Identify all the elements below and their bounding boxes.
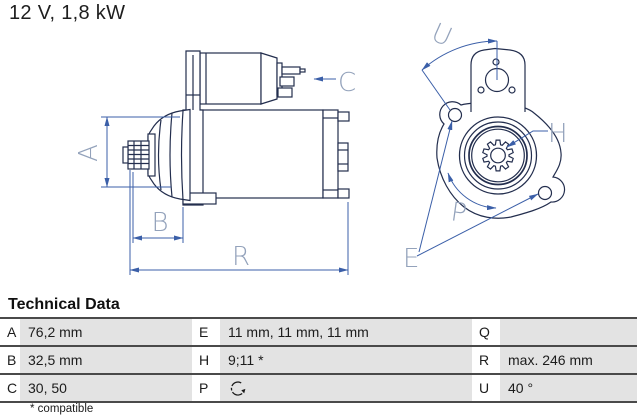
front-view — [436, 47, 566, 219]
table-row: C 30, 50 P U 40 ° — [0, 375, 637, 403]
value-P — [220, 375, 472, 401]
side-view-dimensions — [101, 76, 349, 275]
value-Q — [500, 319, 637, 345]
value-U: 40 ° — [500, 375, 637, 401]
solenoid-terminal — [279, 76, 295, 87]
key-E: E — [192, 319, 220, 345]
value-R: max. 246 mm — [500, 347, 637, 373]
table-row: A 76,2 mm E 11 mm, 11 mm, 11 mm Q — [0, 319, 637, 347]
value-E: 11 mm, 11 mm, 11 mm — [220, 319, 472, 345]
front-view-dimensions — [416, 38, 548, 257]
bolt-hole — [537, 185, 553, 201]
motor-end-cap — [322, 109, 339, 199]
key-Q: Q — [472, 319, 500, 345]
dimension-R — [129, 170, 349, 275]
solenoid — [199, 52, 262, 105]
solenoid-terminal — [277, 87, 293, 98]
compatible-footnote: * compatible — [30, 403, 94, 415]
dimension-A — [101, 116, 180, 188]
technical-drawing: A B R C U H P E — [74, 18, 568, 275]
dimension-label-b: B — [151, 208, 168, 238]
technical-data-heading: Technical Data — [8, 296, 120, 313]
dimension-H — [506, 130, 548, 148]
value-A: 76,2 mm — [20, 319, 192, 345]
motor-body — [195, 109, 324, 199]
table-row: B 32,5 mm H 9;11 * R max. 246 mm — [0, 347, 637, 375]
dimension-label-r: R — [232, 242, 250, 272]
key-C: C — [0, 375, 20, 401]
pinion-gear — [122, 140, 150, 170]
value-H: 9;11 * — [220, 347, 472, 373]
key-H: H — [192, 347, 220, 373]
key-U: U — [472, 375, 500, 401]
dimension-label-c: C — [338, 68, 356, 98]
dimension-label-h: H — [548, 119, 568, 149]
solenoid-terminal — [281, 66, 301, 75]
bolt-hole — [447, 107, 463, 123]
side-view — [122, 50, 350, 206]
value-C: 30, 50 — [20, 375, 192, 401]
shaft-hole — [490, 147, 506, 164]
dimension-P — [447, 172, 497, 211]
dimension-label-p: P — [449, 197, 469, 229]
key-A: A — [0, 319, 20, 345]
key-B: B — [0, 347, 20, 373]
value-B: 32,5 mm — [20, 347, 192, 373]
dimension-label-a: A — [74, 144, 104, 162]
dimension-E — [416, 120, 539, 257]
key-R: R — [472, 347, 500, 373]
dimension-label-e: E — [403, 244, 419, 274]
rotation-arrow-icon — [230, 381, 246, 396]
key-P: P — [192, 375, 220, 401]
product-spec-title: 12 V, 1,8 kW — [9, 2, 126, 24]
dimension-U — [421, 38, 498, 111]
dimension-label-u: U — [427, 18, 457, 53]
dimension-B — [132, 172, 184, 243]
technical-data-table: A 76,2 mm E 11 mm, 11 mm, 11 mm Q B 32,5… — [0, 317, 637, 403]
